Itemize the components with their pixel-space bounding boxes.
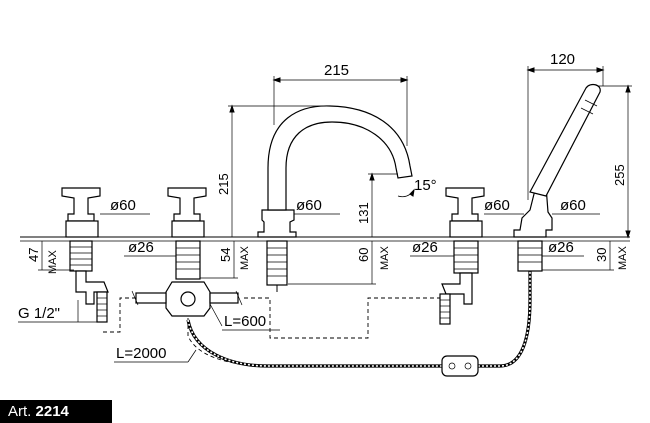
article-number: 2214: [35, 403, 69, 420]
dim-handle-dia-shower: ø60: [560, 197, 586, 214]
right-tap: [439, 187, 485, 325]
max-label-left: MAX: [47, 250, 59, 275]
dim-deck-max-left: 47: [26, 248, 41, 262]
hand-shower: [513, 83, 601, 272]
dim-deck-max-spout: 60: [356, 248, 371, 262]
hose-short: [244, 297, 440, 339]
max-label-diverter: MAX: [239, 246, 251, 271]
dim-deck-max-shower: 30: [594, 248, 609, 262]
dim-hole-dia-left: ø26: [128, 239, 154, 256]
dim-hole-dia-shower: ø26: [548, 239, 574, 256]
dim-hole-dia-right: ø26: [412, 239, 438, 256]
article-prefix: Art.: [8, 403, 32, 420]
left-tap-body: [65, 220, 99, 238]
dim-hand-shower-height: 255: [612, 164, 627, 186]
dim-handle-dia-left: ø60: [110, 197, 136, 214]
hose-weight: [441, 355, 479, 377]
hose-long: [187, 318, 440, 367]
dim-handle-dia-spout: ø60: [296, 197, 322, 214]
max-label-spout: MAX: [379, 246, 391, 271]
dim-spout-reach: 215: [324, 62, 349, 79]
diverter-tap: [131, 187, 243, 317]
dim-spout-tilt: 15°: [414, 177, 437, 194]
spout: [257, 105, 413, 292]
spout-arc: [267, 105, 413, 211]
hand-shower-handle: [529, 83, 601, 197]
dim-hand-shower-reach: 120: [550, 51, 575, 68]
hose-connection-left: [102, 297, 136, 333]
article-label: Art. 2214: [0, 400, 112, 423]
dim-hose-short: L=600: [224, 313, 266, 330]
dim-spout-height: 215: [216, 173, 231, 195]
dim-deck-max-diverter: 54: [218, 248, 233, 262]
dim-connection: G 1/2": [18, 305, 60, 322]
max-label-shower: MAX: [617, 246, 629, 271]
left-tap-handle: [61, 187, 101, 222]
dim-spout-max-height: 131: [356, 202, 371, 224]
left-tap: [61, 187, 109, 323]
dim-handle-dia-right: ø60: [484, 197, 510, 214]
dim-hose-long: L=2000: [116, 345, 166, 362]
